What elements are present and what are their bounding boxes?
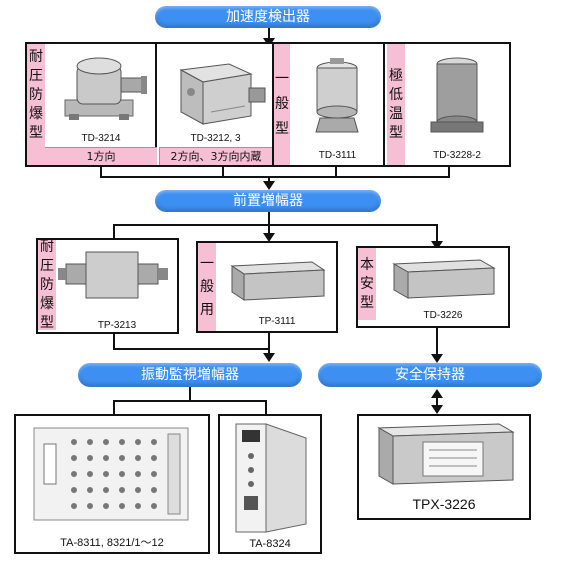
ta8324-image	[235, 423, 307, 533]
td3228-image	[430, 57, 484, 133]
accel-low-temp-label: 極 低 温 型	[387, 44, 405, 165]
ta8311-image	[33, 427, 189, 521]
accel-general-label: 一 般 型	[272, 44, 290, 165]
tp3111-image	[230, 261, 326, 301]
tp3111-label: TP-3111	[258, 316, 296, 327]
vibration-amp-header: 振動監視増幅器	[78, 363, 302, 387]
td3111-label: TD-3111	[318, 150, 357, 161]
preamp-intrinsic-label: 本 安 型	[358, 248, 376, 320]
accel-explosion-proof-label: 耐 圧 防 爆 型	[27, 44, 45, 147]
accel-corner-fill	[27, 147, 45, 165]
td3226-image	[392, 259, 496, 299]
td3214-label: TD-3214	[81, 133, 121, 144]
td3214-cell: TD-3214	[45, 44, 157, 147]
ta8324-label: TA-8324	[249, 538, 291, 550]
td3228-label: TD-3228-2	[433, 150, 481, 161]
ta8311-label: TA-8311, 8321/1〜12	[60, 537, 164, 549]
td3212-label: TD-3212, 3	[190, 133, 241, 144]
tpx3226-label: TPX-3226	[412, 496, 476, 512]
preamp-header: 前置増幅器	[155, 190, 381, 212]
td3226-label: TD-3226	[423, 310, 463, 321]
tp3213-image	[58, 251, 168, 299]
accelerometer-header: 加速度検出器	[155, 6, 381, 28]
td3212-image	[179, 63, 266, 125]
td3214-image	[64, 57, 147, 120]
direction-23-bar: 2方向、3方向内蔵	[159, 147, 272, 165]
td3111-image	[315, 58, 359, 133]
direction-1-bar: 1方向	[45, 147, 157, 165]
td3111-cell: TD-3111	[290, 44, 385, 165]
tpx3226-image	[377, 423, 515, 485]
preamp-explosion-proof-label: 耐 圧 防 爆 型	[38, 238, 56, 331]
safety-holder-header: 安全保持器	[318, 363, 542, 387]
tp3213-label: TP-3213	[97, 320, 137, 331]
preamp-general-label: 一 般 用	[198, 243, 216, 331]
td3228-cell: TD-3228-2	[405, 44, 509, 165]
td3212-cell: TD-3212, 3	[159, 44, 272, 147]
